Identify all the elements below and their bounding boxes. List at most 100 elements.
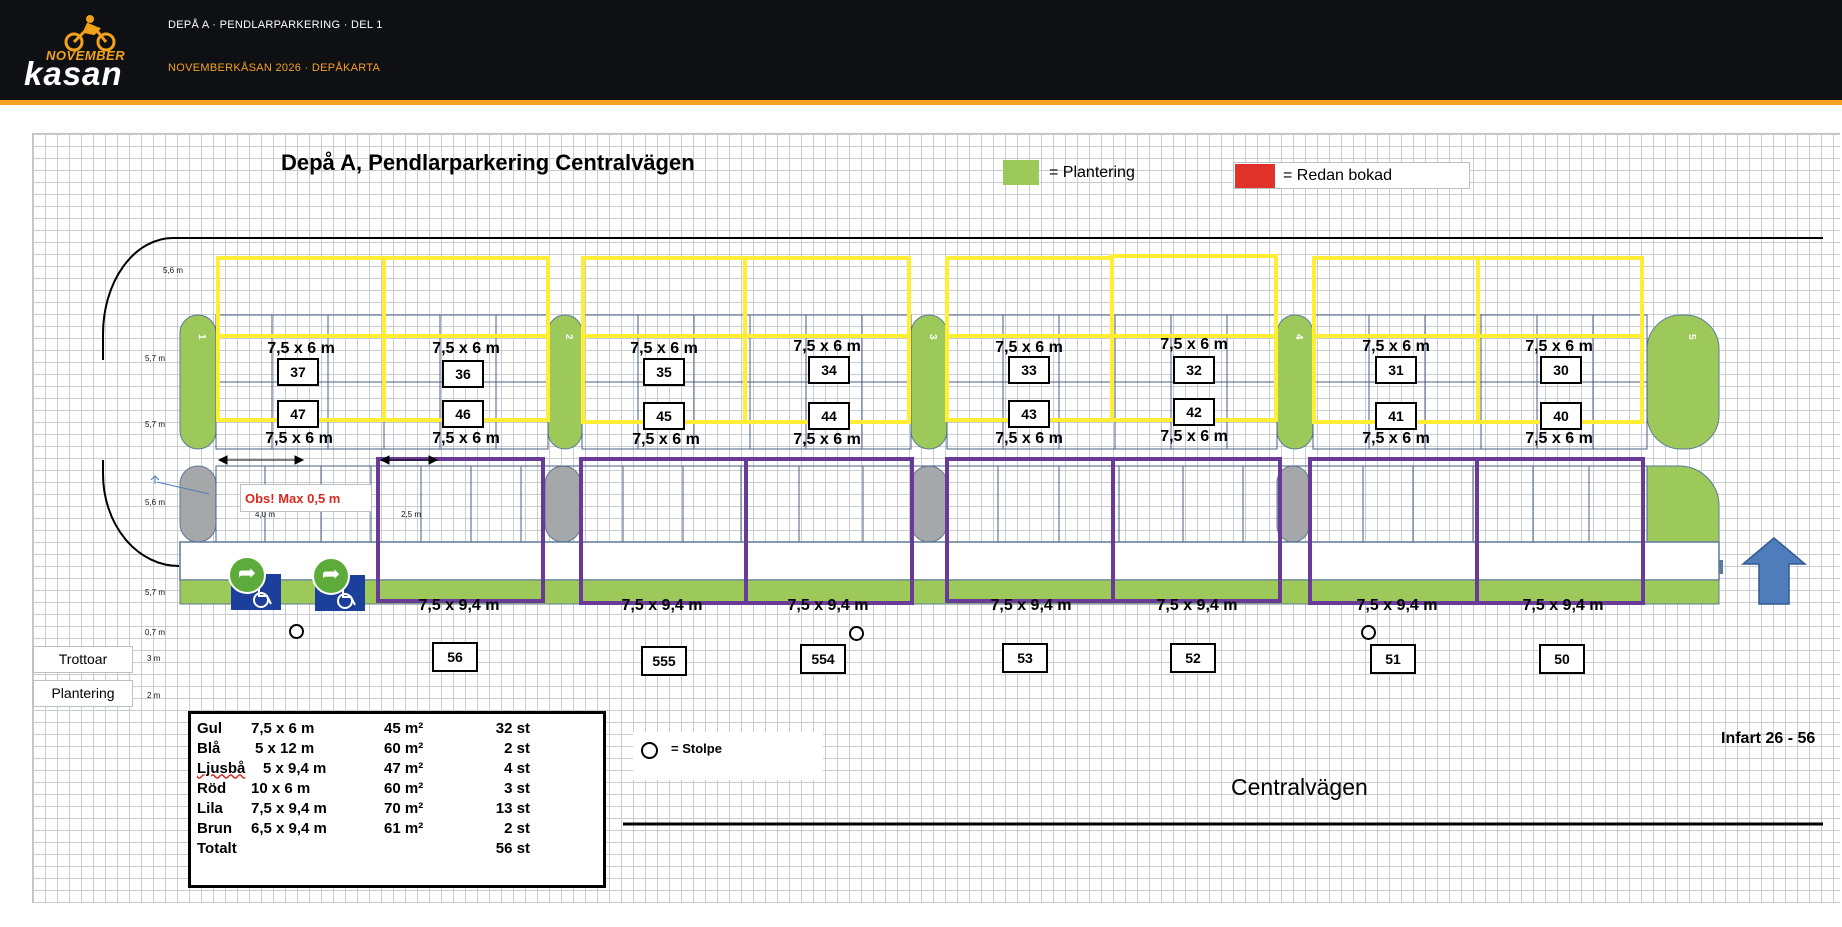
green-arrow-icon: ➦ <box>228 556 266 594</box>
table-row: Lila 7,5 x 9,4 m 70 m² 13 st <box>197 798 530 818</box>
plot-number-53[interactable]: 53 <box>1002 643 1048 673</box>
plot-number-554[interactable]: 554 <box>800 644 846 674</box>
island-number-3: 3 <box>927 334 938 340</box>
summary-area: 47 m² <box>384 759 424 777</box>
summary-area: 61 m² <box>384 819 424 837</box>
post-marker <box>1361 625 1376 640</box>
plot-number-45[interactable]: 45 <box>643 402 685 430</box>
plot-number-30[interactable]: 30 <box>1540 356 1582 384</box>
summary-size: 6,5 x 9,4 m <box>251 819 327 837</box>
summary-count: 3 st <box>504 779 530 797</box>
summary-color: Totalt <box>197 839 237 857</box>
plot-size-label: 7,5 x 6 m <box>1362 338 1430 355</box>
plot-number-37[interactable]: 37 <box>277 358 319 386</box>
plot-number-56[interactable]: 56 <box>432 642 478 672</box>
plot-50-frame <box>1475 457 1645 605</box>
summary-size: 5 x 12 m <box>255 739 315 757</box>
summary-size: 7,5 x 9,4 m <box>251 799 327 817</box>
plot-size-label: 7,5 x 6 m <box>995 430 1063 447</box>
plot-31-frame <box>1312 256 1480 338</box>
sidewalk-strip <box>179 541 1720 581</box>
table-row: Röd 10 x 6 m 60 m² 3 st <box>197 778 530 798</box>
plot-size-label: 7,5 x 6 m <box>793 431 861 448</box>
summary-area: 60 m² <box>384 739 424 757</box>
plot-size-label: 7,5 x 9,4 m <box>787 597 869 614</box>
plot-number-40[interactable]: 40 <box>1540 402 1582 430</box>
obs-note: Obs! Max 0,5 m <box>240 484 372 512</box>
plot-number-52[interactable]: 52 <box>1170 643 1216 673</box>
map-title: Depå A, Pendlarparkering Centralvägen <box>281 150 695 175</box>
plot-554-frame <box>744 457 914 605</box>
post-legend-label: = Stolpe <box>671 741 722 756</box>
entry-label: Infart 26 - 56 <box>1721 730 1816 747</box>
post-marker <box>289 624 304 639</box>
booked-legend-label: = Redan bokad <box>1283 167 1392 184</box>
summary-count: 4 st <box>504 759 530 777</box>
plot-number-47[interactable]: 47 <box>277 400 319 428</box>
plot-30-frame <box>1476 256 1644 338</box>
island-number-2: 2 <box>563 334 574 340</box>
page-subtitle: NOVEMBERKÅSAN 2026 · DEPÅKARTA <box>168 62 381 74</box>
event-logo[interactable]: NOVEMBER kasan <box>24 14 144 90</box>
plot-number-33[interactable]: 33 <box>1008 356 1050 384</box>
plot-size-label: 7,5 x 9,4 m <box>990 597 1072 614</box>
plot-size-label: 7,5 x 9,4 m <box>1156 597 1238 614</box>
plot-32-frame <box>1110 254 1278 338</box>
summary-count: 32 st <box>495 719 530 737</box>
curb-island-a <box>179 465 217 543</box>
plot-number-31[interactable]: 31 <box>1375 356 1417 384</box>
island-number-4: 4 <box>1293 334 1304 340</box>
island-number-5: 5 <box>1686 334 1697 340</box>
depot-map: 1 2 3 4 5 <box>32 133 1840 903</box>
arrow-tab <box>1719 560 1723 574</box>
plot-number-34[interactable]: 34 <box>808 356 850 384</box>
green-arrow-icon: ➦ <box>312 557 350 595</box>
plot-size-label: 7,5 x 6 m <box>630 340 698 357</box>
post-legend-icon <box>641 742 658 759</box>
curb-island-c <box>910 465 948 543</box>
planting-legend-label: = Plantering <box>1049 164 1135 181</box>
table-row: Gul 7,5 x 6 m 45 m² 32 st <box>197 718 530 738</box>
summary-size <box>251 838 384 858</box>
planting-legend-swatch <box>1003 160 1039 185</box>
plot-size-label: 7,5 x 6 m <box>432 340 500 357</box>
curb-islands <box>179 465 1310 543</box>
plot-number-51[interactable]: 51 <box>1370 644 1416 674</box>
entry-arrow-icon <box>1740 537 1808 605</box>
summary-size: 10 x 6 m <box>251 779 311 797</box>
plot-number-44[interactable]: 44 <box>808 402 850 430</box>
summary-count: 56 st <box>495 839 530 857</box>
summary-count: 2 st <box>504 739 530 757</box>
dim-row1: 5,7 m <box>145 354 166 363</box>
plot-52-frame <box>1111 457 1282 603</box>
plot-number-41[interactable]: 41 <box>1375 402 1417 430</box>
curb-island-b <box>544 465 582 543</box>
plot-number-32[interactable]: 32 <box>1173 356 1215 384</box>
dim-row2: 5,7 m <box>145 420 166 429</box>
dim-gap-width: 2,5 m <box>401 510 422 519</box>
table-row: Totalt 56 st <box>197 838 530 858</box>
plot-number-35[interactable]: 35 <box>643 358 685 386</box>
plot-56-frame <box>376 457 545 603</box>
summary-size: 7,5 x 6 m <box>251 719 315 737</box>
outer-curb-line <box>102 237 1823 360</box>
plot-number-46[interactable]: 46 <box>442 400 484 428</box>
plot-number-43[interactable]: 43 <box>1008 400 1050 428</box>
dim-curb: 0,7 m <box>145 628 166 637</box>
summary-color: Lila <box>197 799 223 817</box>
plot-number-36[interactable]: 36 <box>442 360 484 388</box>
dim-top-lane: 5,6 m <box>163 266 184 275</box>
page-title: DEPÅ A · PENDLARPARKERING · DEL 1 <box>168 19 383 31</box>
dimension-arrows <box>150 455 439 495</box>
plot-number-42[interactable]: 42 <box>1173 398 1215 426</box>
purple-plots <box>376 457 1645 605</box>
plot-size-label: 7,5 x 6 m <box>267 340 335 357</box>
plot-size-label: 7,5 x 9,4 m <box>1522 597 1604 614</box>
table-row: Blå 5 x 12 m 60 m² 2 st <box>197 738 530 758</box>
site-plan-drawing: 1 2 3 4 5 <box>102 237 1823 826</box>
plot-number-50[interactable]: 50 <box>1539 644 1585 674</box>
planting-corner <box>1646 465 1720 543</box>
post-marker <box>849 626 864 641</box>
plot-number-555[interactable]: 555 <box>641 646 687 676</box>
plot-size-label: 7,5 x 6 m <box>1525 338 1593 355</box>
